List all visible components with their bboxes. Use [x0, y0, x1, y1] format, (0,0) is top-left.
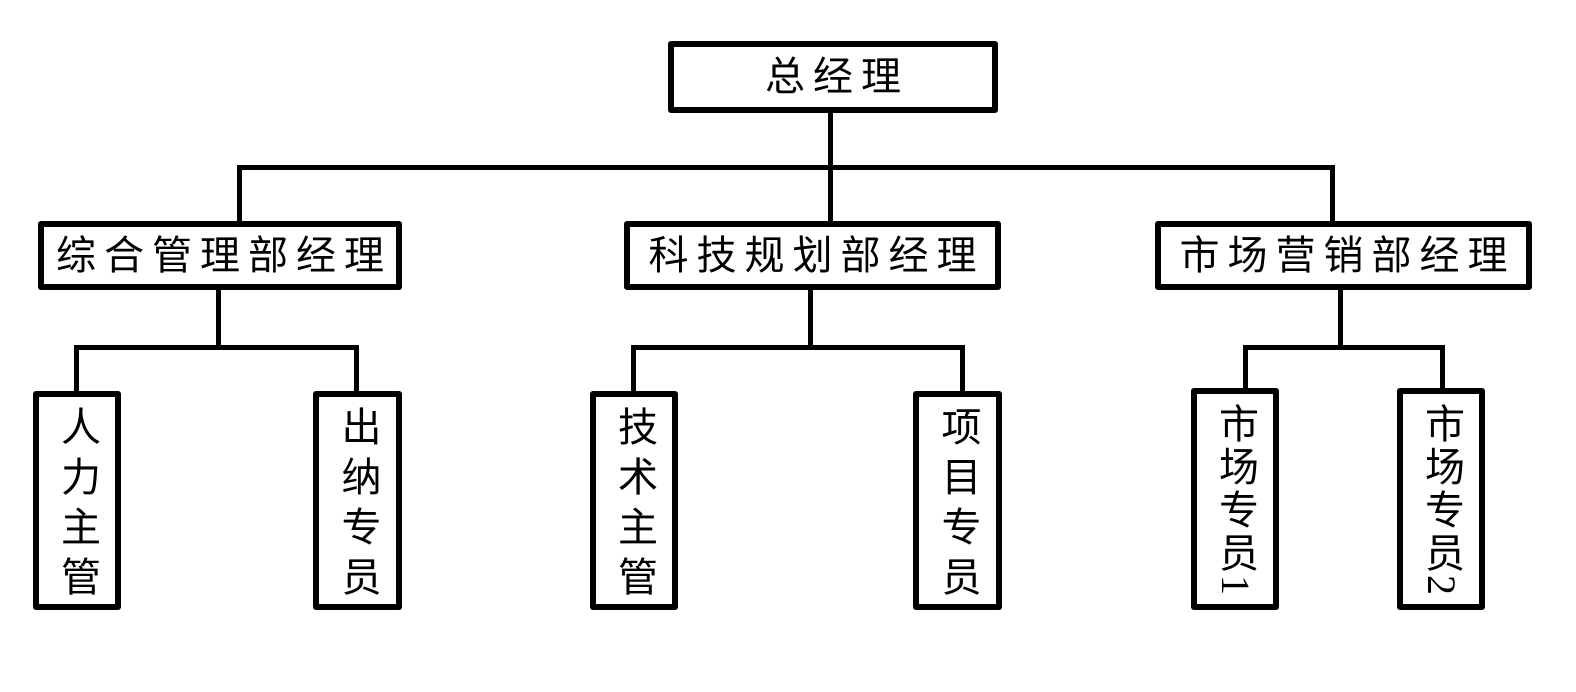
box-cashier-specialist: 出纳专员 — [313, 391, 402, 610]
connector-marketing-hbar — [1243, 345, 1445, 350]
box-tech-supervisor-label: 技术主管 — [612, 405, 657, 606]
connector-drop-market-specialist-1 — [1243, 345, 1248, 395]
box-project-specialist: 项目专员 — [913, 391, 1002, 610]
connector-marketing-stem — [1338, 288, 1343, 348]
box-admin-dept-manager: 综合管理部经理 — [38, 221, 402, 290]
connector-drop-project-specialist — [960, 345, 965, 395]
box-market-specialist-1: 市场专员1 — [1191, 388, 1279, 610]
box-marketing-dept-manager: 市场营销部经理 — [1155, 221, 1532, 290]
box-marketing-dept-manager-label: 市场营销部经理 — [1179, 232, 1516, 278]
connector-tech-planning-hbar — [631, 345, 965, 350]
box-general-manager: 总经理 — [668, 41, 998, 113]
box-project-specialist-label: 项目专员 — [935, 405, 981, 606]
connector-drop-tech-supervisor — [631, 345, 636, 395]
box-cashier-specialist-label: 出纳专员 — [335, 405, 381, 606]
connector-admin-hbar — [74, 345, 359, 350]
connector-drop-hr-supervisor — [74, 345, 79, 395]
connector-drop-cashier-specialist — [354, 345, 359, 395]
connector-level1-hbar — [237, 165, 1335, 170]
connector-drop-market-specialist-2 — [1440, 345, 1445, 395]
box-tech-planning-dept-manager: 科技规划部经理 — [624, 221, 1001, 290]
connector-drop-admin-dept — [237, 165, 242, 225]
connector-root-stem — [828, 109, 833, 170]
box-admin-dept-manager-label: 综合管理部经理 — [56, 232, 392, 278]
connector-drop-tech-planning-dept — [828, 165, 833, 225]
connector-drop-marketing-dept — [1330, 165, 1335, 225]
box-tech-supervisor: 技术主管 — [590, 391, 678, 610]
box-tech-planning-dept-manager-label: 科技规划部经理 — [648, 232, 985, 278]
box-hr-supervisor: 人力主管 — [33, 391, 121, 610]
connector-admin-stem — [216, 288, 221, 348]
box-market-specialist-1-label: 市场专员1 — [1213, 403, 1258, 598]
box-market-specialist-2-label: 市场专员2 — [1419, 403, 1464, 598]
box-hr-supervisor-label: 人力主管 — [55, 405, 100, 606]
box-market-specialist-2: 市场专员2 — [1397, 388, 1485, 610]
box-general-manager-label: 总经理 — [765, 54, 909, 99]
connector-tech-planning-stem — [808, 288, 813, 348]
